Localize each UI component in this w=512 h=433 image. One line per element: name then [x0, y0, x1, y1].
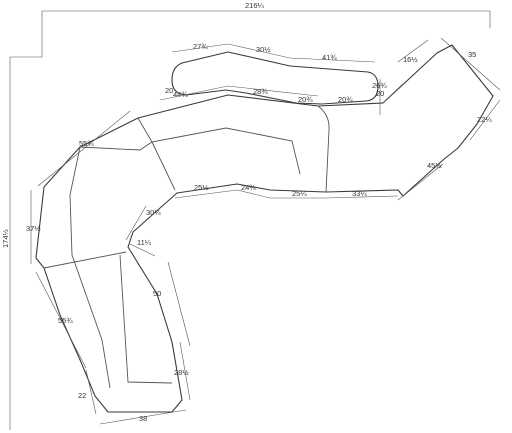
dimension-label: 33¼	[352, 189, 367, 198]
dimension-label: 45½	[427, 161, 442, 170]
dimension-label: 25¼	[292, 189, 307, 198]
dimension-label: 30¼	[146, 208, 161, 217]
dimension-label: 41¾	[322, 53, 337, 62]
dimension-label: 44¾	[173, 90, 188, 99]
dimension-label: 20¾	[338, 95, 353, 104]
sofa-outline	[35, 44, 494, 413]
dimension-label: 35	[468, 50, 476, 59]
rear-console	[171, 51, 379, 105]
overall-width-label: 216¼	[245, 1, 265, 10]
dimension-label: 37½	[26, 224, 41, 233]
dimension-leader-lines	[30, 37, 501, 425]
dimension-label: 55¾	[79, 139, 94, 148]
dimension-label: 28¾	[253, 87, 268, 96]
dimension-labels: 216¼ 174½ 27¾ 30½ 41¾ 16½ 35 26¾ 20 20 4…	[1, 1, 492, 423]
dimension-label: 20¾	[298, 95, 313, 104]
overall-dimension-lines	[9, 10, 491, 430]
dimension-label: 55¾	[58, 316, 73, 325]
dimension-label: 26¾	[372, 81, 387, 90]
dimension-label: 24¾	[241, 183, 256, 192]
dimension-label: 25½	[194, 183, 209, 192]
dimension-label: 30½	[256, 45, 271, 54]
dimension-label: 38	[139, 414, 147, 423]
dimension-label: 50	[153, 289, 161, 298]
module-seams	[43, 83, 404, 389]
dimension-label: 20	[165, 86, 173, 95]
dimension-label: 20	[376, 89, 384, 98]
dimension-label: 22	[78, 391, 86, 400]
dimension-label: 28½	[174, 368, 189, 377]
dimension-label: 27¾	[193, 42, 208, 51]
overall-height-label: 174½	[1, 228, 10, 248]
dimension-label: 16½	[403, 55, 418, 64]
dimension-label: 22¼	[477, 115, 492, 124]
dimension-label: 11¼	[137, 238, 152, 247]
